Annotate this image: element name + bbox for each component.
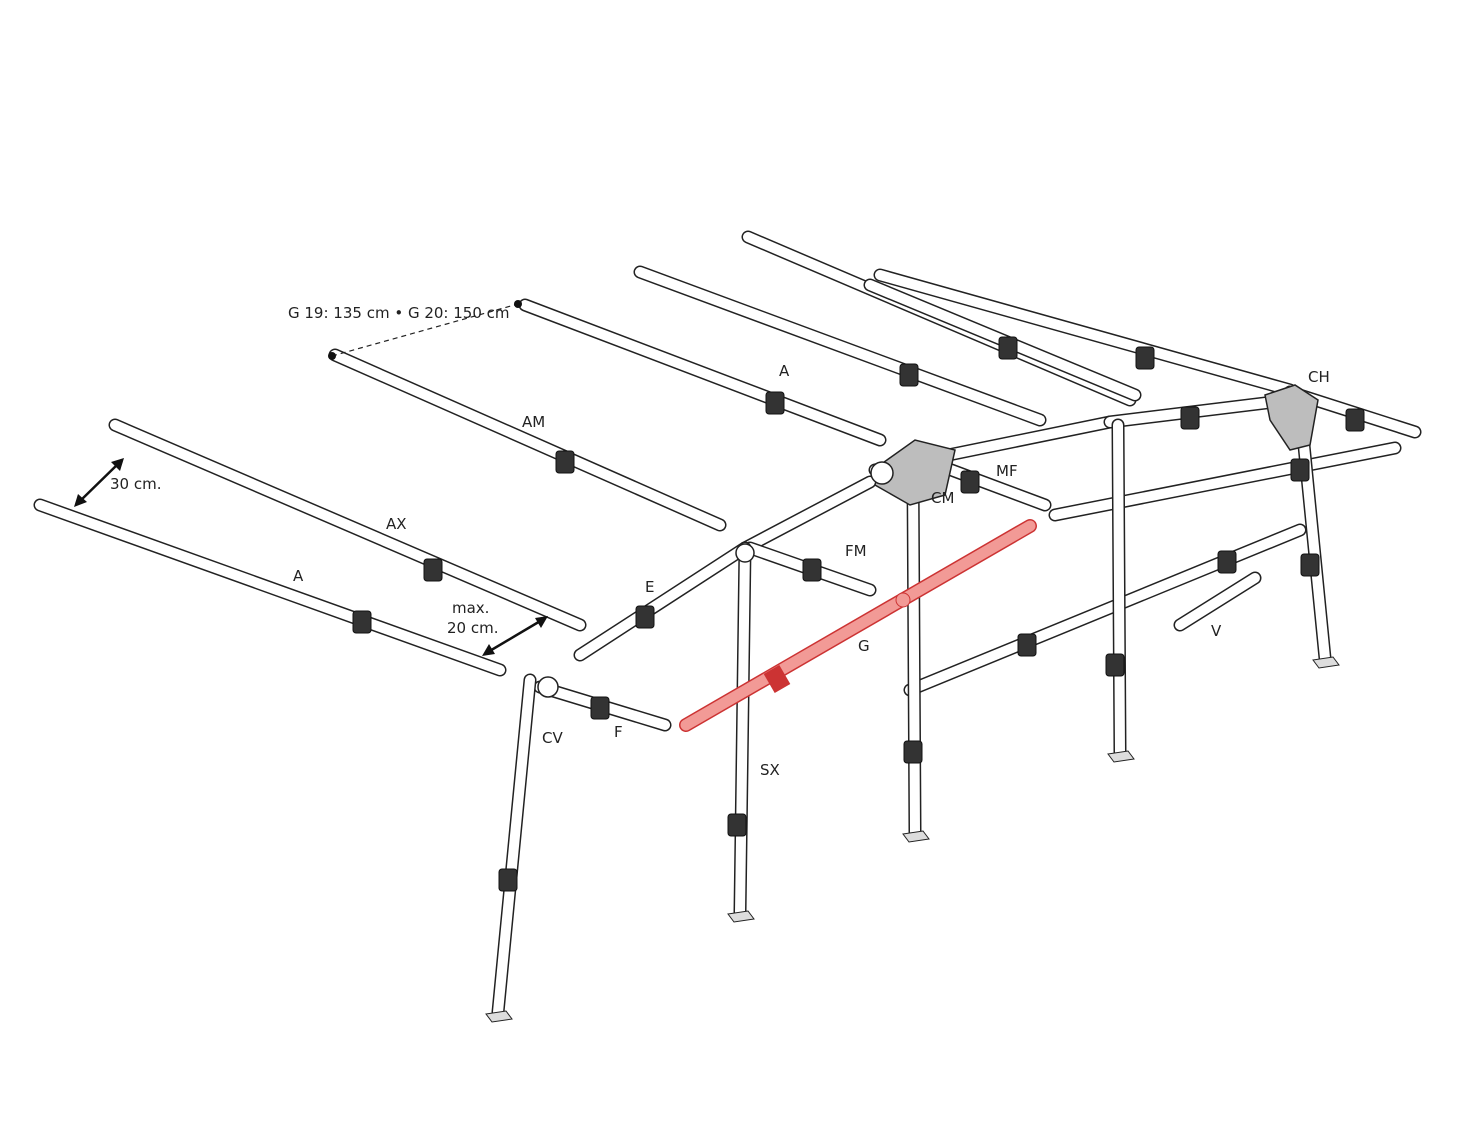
label-f: F (614, 723, 623, 741)
frame-pole (493, 675, 535, 1017)
clamp-icon (899, 363, 919, 387)
label-a-left: A (293, 567, 304, 585)
frame-pole (1175, 573, 1260, 630)
label-ax: AX (386, 515, 407, 533)
label-cm: CM (931, 489, 955, 507)
frame-pole (575, 543, 750, 660)
length-note: G 19: 135 cm • G 20: 150 cm (288, 304, 510, 322)
foot-plate (902, 830, 930, 843)
label-a-top: A (779, 362, 790, 380)
label-ch: CH (1308, 368, 1330, 386)
clamp-icon (590, 696, 610, 720)
foot-plate (485, 1010, 513, 1023)
frame-pole (635, 267, 1045, 425)
clamp-icon (498, 868, 518, 892)
clamp-icon (1300, 553, 1320, 577)
clamp-icon (352, 610, 372, 634)
label-cv: CV (542, 729, 563, 747)
foot-plate (1107, 750, 1135, 763)
label-30cm: 30 cm. (110, 475, 162, 493)
clamp-icon (765, 391, 785, 415)
clamp-icon (960, 470, 980, 494)
label-fm: FM (845, 542, 867, 560)
label-20cm: 20 cm. (447, 619, 499, 637)
frame-pole (908, 470, 920, 837)
label-g: G (858, 637, 870, 655)
label-e: E (645, 578, 655, 596)
clamp-icon (1345, 408, 1365, 432)
dimension-lines (74, 300, 548, 656)
frame-pole (740, 477, 875, 553)
label-sx: SX (760, 761, 780, 779)
clamp-icon (423, 558, 443, 582)
frame-pole (875, 270, 1295, 395)
label-mf: MF (996, 462, 1018, 480)
clamp-icon (555, 450, 575, 474)
frame-pole (735, 543, 750, 917)
clamp-icon (1290, 458, 1310, 482)
frame-pole (1113, 420, 1125, 757)
label-am: AM (522, 413, 546, 431)
label-max: max. (452, 599, 490, 617)
frame-pole (330, 350, 725, 530)
clamp-icon (998, 336, 1018, 360)
clamp-icon (1017, 633, 1037, 657)
clamp-icon (727, 813, 747, 837)
frame-pole (110, 420, 585, 630)
connectors (537, 384, 1319, 698)
clamp-icon (1180, 406, 1200, 430)
clamp-icon (1217, 550, 1237, 574)
clamp-icon (635, 605, 655, 629)
clamp-icon (1135, 346, 1155, 370)
clamp-icon (1105, 653, 1125, 677)
frame-pole (1050, 443, 1400, 520)
label-v: V (1211, 622, 1222, 640)
clamp-icon (903, 740, 923, 764)
foot-plate (1312, 656, 1340, 669)
frame-pole (35, 500, 505, 675)
foot-plates (485, 656, 1340, 1023)
frame-pole (520, 300, 885, 445)
clamp-icon (802, 558, 822, 582)
highlighted-pole-g (679, 519, 1037, 732)
frame-pole (1105, 395, 1295, 427)
foot-plate (727, 910, 755, 923)
